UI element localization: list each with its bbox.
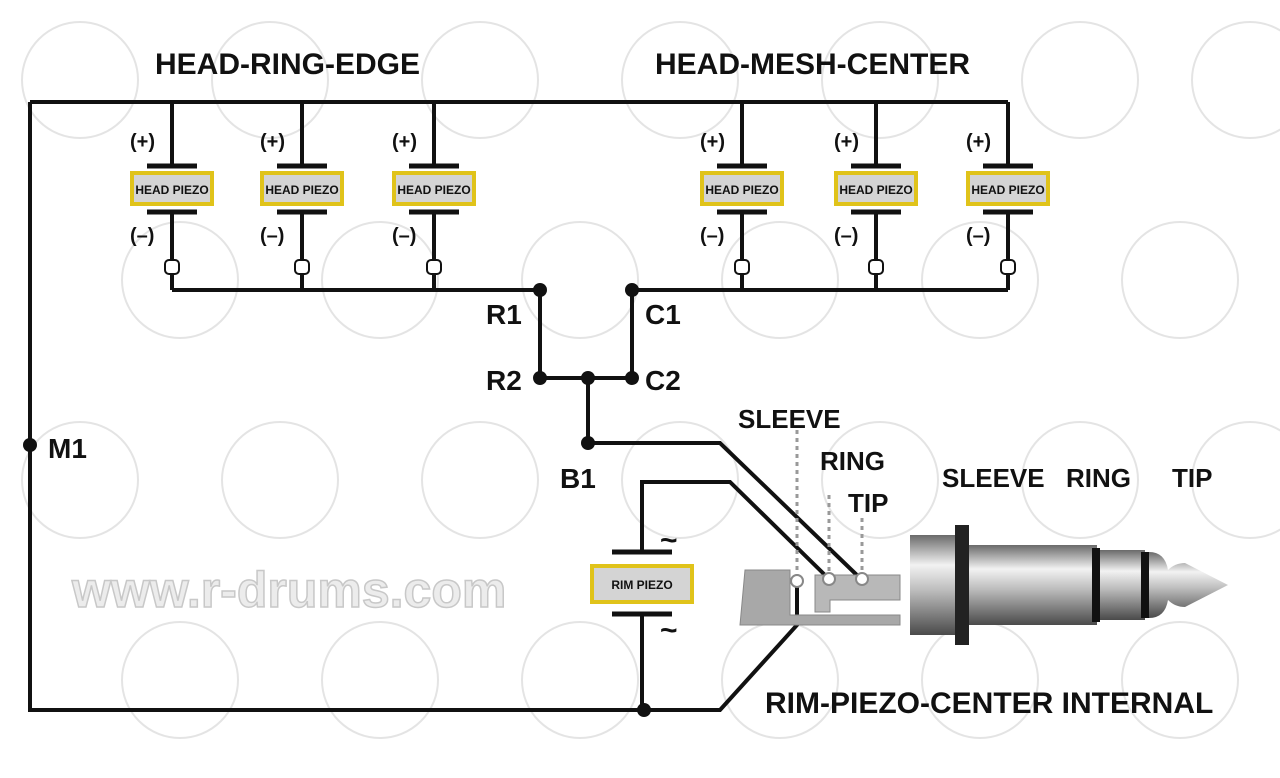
minus-terminal-label: (–) bbox=[260, 225, 284, 247]
head-piezo: HEAD PIEZO (+) (–) bbox=[966, 102, 1050, 290]
watermark-logos bbox=[21, 21, 1280, 739]
title-rim-piezo-center-internal: RIM-PIEZO-CENTER INTERNAL bbox=[765, 687, 1213, 720]
minus-terminal-label: (–) bbox=[130, 225, 154, 247]
rim-piezo-label: RIM PIEZO bbox=[611, 578, 672, 592]
head-piezo: HEAD PIEZO (+) (–) bbox=[130, 102, 214, 290]
connector-icon bbox=[734, 259, 750, 275]
plug-label-sleeve: SLEEVE bbox=[942, 463, 1045, 493]
jack-label-ring: RING bbox=[820, 446, 885, 476]
head-piezo-label: HEAD PIEZO bbox=[971, 183, 1044, 197]
node-bottom bbox=[637, 703, 651, 717]
node-m1 bbox=[23, 438, 37, 452]
node-c1 bbox=[625, 283, 639, 297]
head-piezo-label: HEAD PIEZO bbox=[839, 183, 912, 197]
node-c2 bbox=[625, 371, 639, 385]
minus-terminal-label: (–) bbox=[392, 225, 416, 247]
connector-icon bbox=[1000, 259, 1016, 275]
node-r1 bbox=[533, 283, 547, 297]
minus-terminal-label: (–) bbox=[834, 225, 858, 247]
head-piezo-label: HEAD PIEZO bbox=[397, 183, 470, 197]
head-piezo: HEAD PIEZO (+) (–) bbox=[700, 102, 784, 290]
jack-socket: SLEEVE RING TIP bbox=[738, 404, 901, 626]
minus-terminal-label: (–) bbox=[700, 225, 724, 247]
label-c2: C2 bbox=[645, 365, 681, 396]
head-piezo: HEAD PIEZO (+) (–) bbox=[392, 102, 476, 290]
plus-terminal-label: (+) bbox=[392, 131, 417, 153]
stereo-plug: SLEEVE RING TIP bbox=[910, 463, 1228, 645]
title-head-mesh-center: HEAD-MESH-CENTER bbox=[655, 48, 970, 81]
connector-icon bbox=[164, 259, 180, 275]
watermark-url: www.r-drums.com bbox=[71, 562, 506, 618]
label-m1: M1 bbox=[48, 433, 87, 464]
jack-label-tip: TIP bbox=[848, 488, 888, 518]
node-b1 bbox=[581, 436, 595, 450]
rim-piezo-ac-top: ~ bbox=[660, 524, 678, 557]
jack-label-sleeve: SLEEVE bbox=[738, 404, 841, 434]
connector-icon bbox=[426, 259, 442, 275]
label-r1: R1 bbox=[486, 299, 522, 330]
plus-terminal-label: (+) bbox=[700, 131, 725, 153]
plus-terminal-label: (+) bbox=[130, 131, 155, 153]
node-r2 bbox=[533, 371, 547, 385]
connector-icon bbox=[868, 259, 884, 275]
rim-piezo: RIM PIEZO ~ ~ bbox=[590, 524, 694, 647]
label-r2: R2 bbox=[486, 365, 522, 396]
plus-terminal-label: (+) bbox=[834, 131, 859, 153]
head-piezo-label: HEAD PIEZO bbox=[265, 183, 338, 197]
connector-icon bbox=[294, 259, 310, 275]
plug-label-tip: TIP bbox=[1172, 463, 1212, 493]
node-junction bbox=[581, 371, 595, 385]
head-piezo-label: HEAD PIEZO bbox=[135, 183, 208, 197]
label-c1: C1 bbox=[645, 299, 681, 330]
rim-piezo-ac-bottom: ~ bbox=[660, 614, 678, 647]
head-piezo: HEAD PIEZO (+) (–) bbox=[260, 102, 344, 290]
head-piezo: HEAD PIEZO (+) (–) bbox=[834, 102, 918, 290]
minus-terminal-label: (–) bbox=[966, 225, 990, 247]
label-b1: B1 bbox=[560, 463, 596, 494]
title-head-ring-edge: HEAD-RING-EDGE bbox=[155, 48, 420, 81]
plug-label-ring: RING bbox=[1066, 463, 1131, 493]
plus-terminal-label: (+) bbox=[260, 131, 285, 153]
head-piezo-label: HEAD PIEZO bbox=[705, 183, 778, 197]
head-piezos: HEAD PIEZO(+)(–)HEAD PIEZO(+)(–)HEAD PIE… bbox=[130, 102, 1050, 290]
plus-terminal-label: (+) bbox=[966, 131, 991, 153]
